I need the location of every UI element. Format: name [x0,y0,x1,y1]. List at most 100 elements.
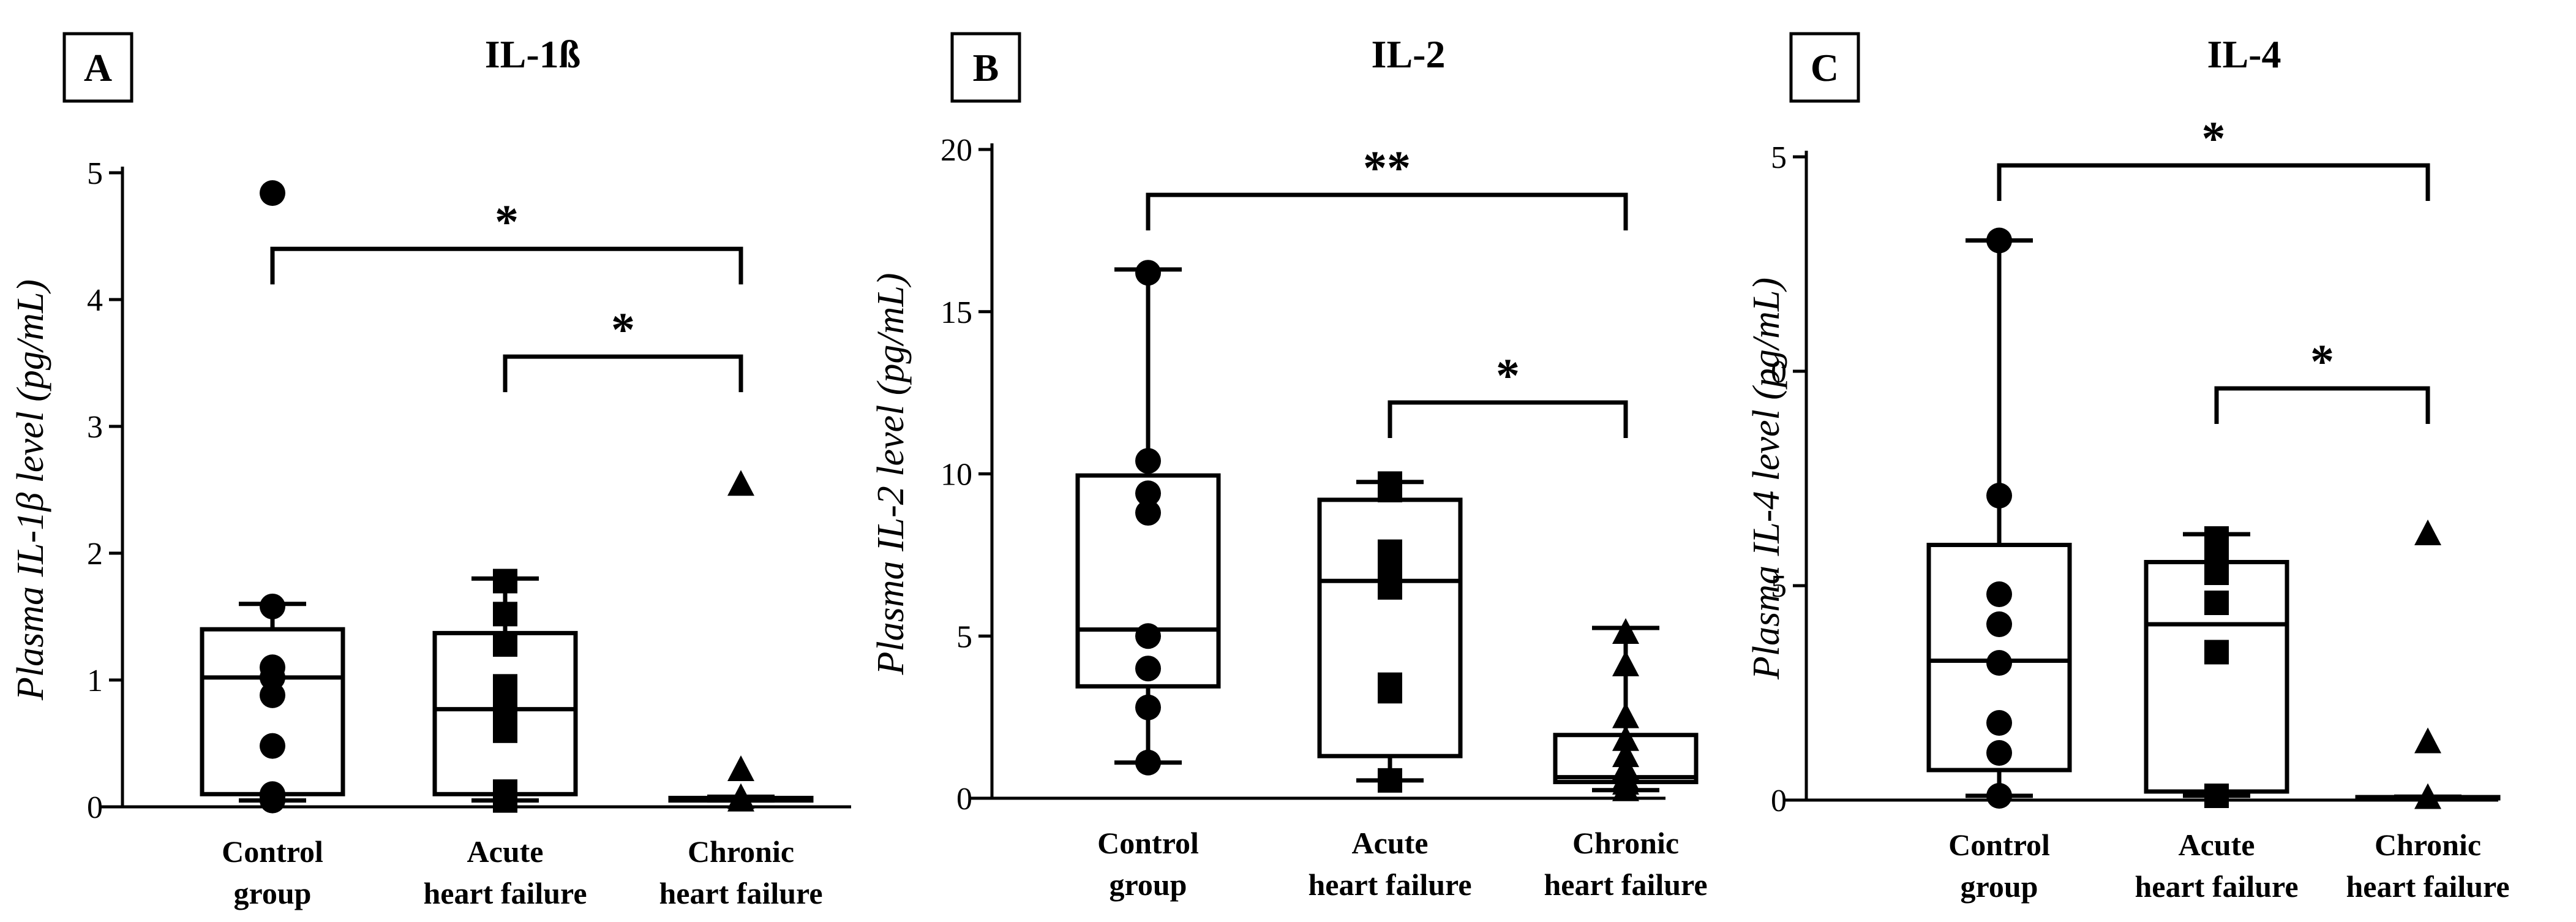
data-point-square [493,718,517,743]
significance-bracket [2214,386,2430,424]
data-point-triangle [1612,725,1639,751]
data-point-square [2204,526,2229,551]
y-tick-label: 5 [1771,569,1787,604]
box-group-1 [200,180,345,814]
panel-letter: C [1811,46,1839,89]
y-tick-label: 5 [956,619,972,654]
data-point-circle [1986,581,2012,607]
data-point-triangle [2414,727,2441,754]
data-point-square [2204,591,2229,615]
data-point-circle [1986,740,2012,766]
significance-bracket [1997,163,2430,201]
panel-letter: B [973,46,999,89]
data-point-triangle [1612,741,1639,768]
y-axis-label: Plasma IL-2 level (pg/mL) [870,273,912,675]
data-point-triangle [1612,754,1639,780]
data-point-triangle [727,783,754,809]
box-group-3 [1553,618,1699,801]
box-group-2 [2144,526,2289,808]
chart-title: IL-2 [1372,32,1446,76]
y-tick-label: 10 [941,458,972,493]
y-tick-label: 1 [87,663,103,698]
data-point-circle [1135,656,1161,682]
data-point-triangle [1612,618,1639,644]
data-point-triangle [727,755,754,781]
significance-bracket [1388,400,1628,439]
data-point-square [1378,768,1402,793]
significance-label: * [2310,334,2334,388]
y-tick-label: 4 [87,283,103,318]
y-axis-label: Plasma IL-4 level (pg/mL) [1746,278,1787,680]
data-point-triangle [2414,520,2441,545]
data-point-square [493,695,517,720]
data-point-circle [1986,227,2012,254]
y-tick-label: 5 [87,156,103,191]
y-tick-label: 0 [87,790,103,825]
significance-bracket [1146,192,1628,231]
box-group-1 [1075,260,1221,776]
data-point-circle [1986,783,2012,809]
data-point-circle [1135,480,1161,507]
data-point-square [2204,784,2229,808]
data-point-square [493,569,517,594]
data-point-circle [1986,611,2012,637]
significance-label: ** [1363,141,1411,194]
data-point-circle [1135,260,1161,286]
data-point-circle [260,781,285,807]
y-tick-label: 0 [1771,355,1787,390]
data-point-circle [1135,749,1161,776]
data-point-circle [1135,448,1161,474]
significance-label: * [2202,111,2226,165]
box-group-3 [2355,520,2501,809]
y-tick-label: 0 [1771,784,1787,818]
box-iqr [1317,497,1463,758]
box-group-2 [432,569,578,813]
significance-bracket [270,246,743,285]
data-point-circle [1135,694,1161,720]
data-point-square [493,779,517,804]
data-point-square [1378,575,1402,600]
box-iqr [200,627,345,796]
y-tick-label: 15 [941,295,972,330]
data-point-square [2204,561,2229,585]
panel-letter: A [84,46,112,89]
data-point-circle [1986,650,2012,676]
data-point-circle [1986,483,2012,508]
y-tick-label: 3 [87,410,103,445]
y-tick-label: 5 [1771,140,1787,175]
data-point-circle [260,733,285,759]
chart-title: IL-4 [2207,32,2281,76]
data-point-square [493,602,517,627]
significance-bracket [503,354,743,393]
significance-label: * [495,195,519,248]
data-point-square [2204,640,2229,665]
data-point-circle [1135,500,1161,526]
chart-title: IL-1ß [485,32,581,76]
data-point-circle [260,180,285,206]
data-point-circle [1986,710,2012,736]
data-point-circle [1135,623,1161,649]
panel-letter-box [1789,32,1860,103]
data-point-square [1378,672,1402,697]
y-axis-label: Plasma IL-1β level (pg/mL) [10,279,51,701]
data-point-square [1378,539,1402,564]
y-tick-label: 0 [956,782,972,817]
significance-label: * [1496,349,1520,402]
data-point-triangle [1612,650,1639,676]
panel-letter-box [62,32,133,103]
box-group-2 [1317,471,1463,793]
data-point-triangle [1612,702,1639,728]
data-point-circle [260,654,285,681]
data-point-square [493,674,517,699]
data-point-square [493,632,517,657]
